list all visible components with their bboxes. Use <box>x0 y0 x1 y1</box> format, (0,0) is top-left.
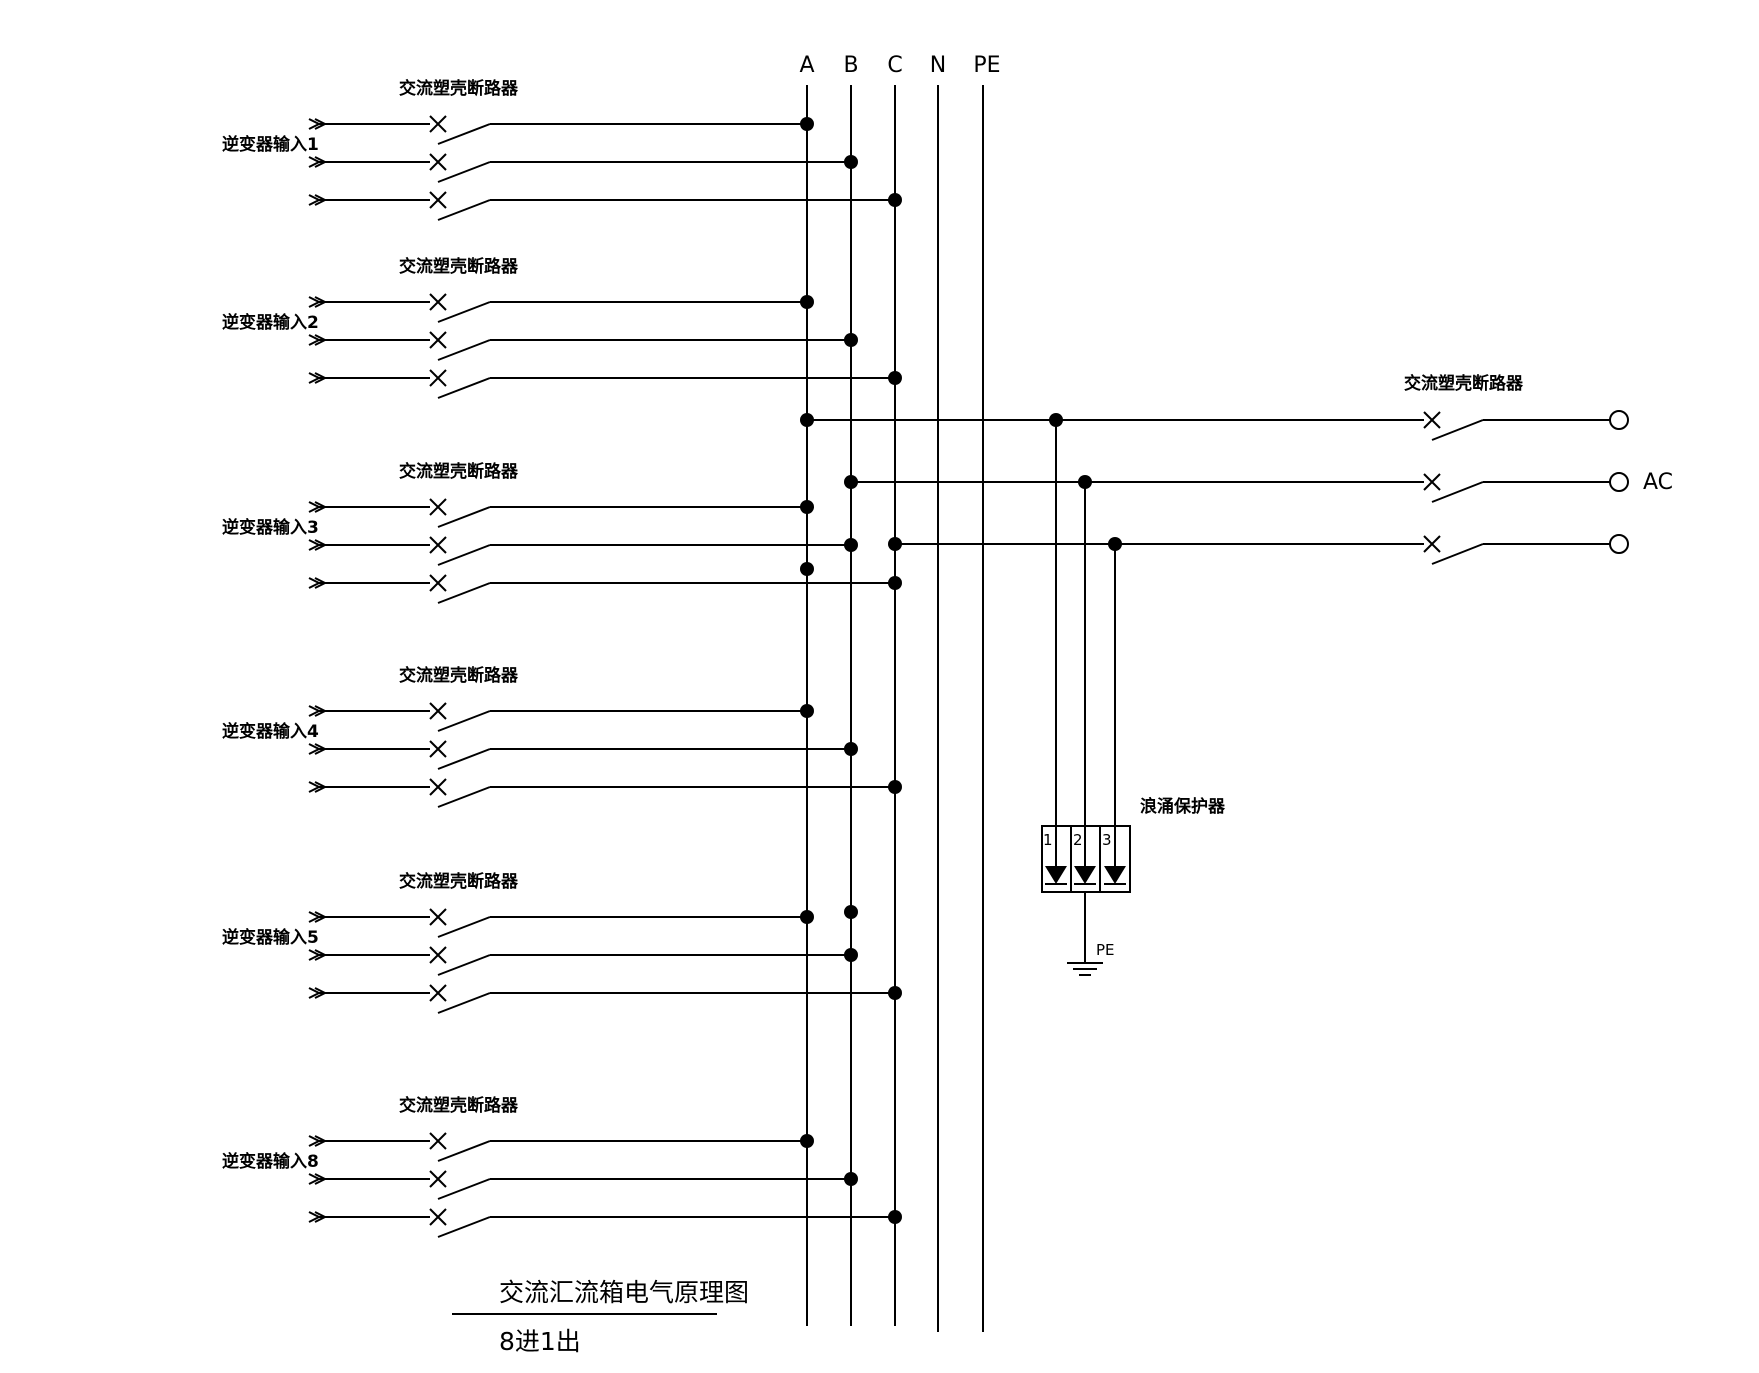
output-terminal-a <box>1609 410 1629 430</box>
bus-connection-dot <box>888 1210 902 1224</box>
input-line <box>308 984 902 1014</box>
bus-connection-dot <box>888 576 902 590</box>
title-block: 交流汇流箱电气原理图 8进1出 <box>452 1278 749 1356</box>
ground-icon <box>1067 962 1103 976</box>
output-breaker-b <box>1423 473 1610 503</box>
output-section: 交流塑壳断路器 AC <box>800 373 1673 565</box>
input-line <box>308 908 814 938</box>
surge-protector: 1 2 3 浪涌保护器 PE <box>1041 420 1226 976</box>
output-terminal-b <box>1609 472 1629 492</box>
bus-connection-dot <box>800 910 814 924</box>
spd-terminal-1: 1 <box>1043 831 1053 849</box>
inverter-input-groups: 交流塑壳断路器逆变器输入1交流塑壳断路器逆变器输入2交流塑壳断路器逆变器输入3交… <box>222 78 902 1238</box>
output-breaker-c <box>1423 535 1610 565</box>
output-breaker-a <box>1423 411 1610 441</box>
output-terminal-c <box>1609 534 1629 554</box>
inverter-input-label: 逆变器输入5 <box>222 927 319 948</box>
input-line <box>308 1208 902 1238</box>
inverter-input-label: 逆变器输入8 <box>222 1151 319 1172</box>
breaker-label: 交流塑壳断路器 <box>399 256 519 277</box>
inverter-input-label: 逆变器输入2 <box>222 312 319 333</box>
bus-connection-dot <box>844 155 858 169</box>
input-line <box>308 369 902 399</box>
bus-connection-dot <box>888 371 902 385</box>
breaker-label: 交流塑壳断路器 <box>399 461 519 482</box>
breaker-label: 交流塑壳断路器 <box>399 871 519 892</box>
bus-connection-dot <box>888 986 902 1000</box>
input-line <box>308 702 814 732</box>
bus-label-c: C <box>887 53 902 78</box>
breaker-label: 交流塑壳断路器 <box>399 1095 519 1116</box>
bus-label-n: N <box>930 53 946 78</box>
bus-connection-dot <box>800 1134 814 1148</box>
ground-label: PE <box>1096 941 1115 959</box>
inverter-input-label: 逆变器输入1 <box>222 134 319 155</box>
output-terminal-label: AC <box>1643 470 1673 495</box>
input-line <box>308 1132 814 1162</box>
spd-terminal-3: 3 <box>1102 831 1112 849</box>
bus-connection-dot <box>844 742 858 756</box>
bus-connection-dot <box>888 193 902 207</box>
output-breaker-label: 交流塑壳断路器 <box>1404 373 1524 394</box>
input-line <box>308 293 814 323</box>
bus-connection-dot <box>844 1172 858 1186</box>
bus-connection-dot <box>844 948 858 962</box>
spd-diode-1-icon <box>1045 866 1067 884</box>
input-line <box>308 778 902 808</box>
bus-connection-dot <box>888 780 902 794</box>
bus-connection-dot <box>800 704 814 718</box>
bus-connection-dot <box>800 295 814 309</box>
bus-connection-dot <box>800 562 814 576</box>
bus-label-b: B <box>843 53 858 78</box>
spd-label: 浪涌保护器 <box>1140 796 1226 817</box>
input-line <box>308 191 902 221</box>
input-line <box>308 740 858 770</box>
inverter-input-label: 逆变器输入4 <box>222 721 319 742</box>
input-line <box>308 1170 858 1200</box>
spd-diode-2-icon <box>1074 866 1096 884</box>
bus-label-a: A <box>799 53 814 78</box>
bus-label-pe: PE <box>973 53 1000 78</box>
input-line <box>308 946 858 976</box>
inverter-input-label: 逆变器输入3 <box>222 517 319 538</box>
breaker-label: 交流塑壳断路器 <box>399 78 519 99</box>
spd-diode-3-icon <box>1104 866 1126 884</box>
breaker-label: 交流塑壳断路器 <box>399 665 519 686</box>
bus-connection-dot <box>844 905 858 919</box>
input-line <box>308 331 858 361</box>
diagram-subtitle: 8进1出 <box>499 1327 581 1356</box>
bus-connection-dot <box>800 117 814 131</box>
bus-bars: A B C N PE <box>799 53 1001 1332</box>
input-line <box>308 536 858 566</box>
bus-connection-dot <box>844 538 858 552</box>
input-line <box>308 115 814 145</box>
input-line <box>308 574 902 604</box>
input-line <box>308 498 814 528</box>
input-line <box>308 153 858 183</box>
spd-terminal-2: 2 <box>1073 831 1083 849</box>
diagram-title: 交流汇流箱电气原理图 <box>499 1278 749 1307</box>
bus-connection-dot <box>800 500 814 514</box>
bus-connection-dot <box>844 333 858 347</box>
